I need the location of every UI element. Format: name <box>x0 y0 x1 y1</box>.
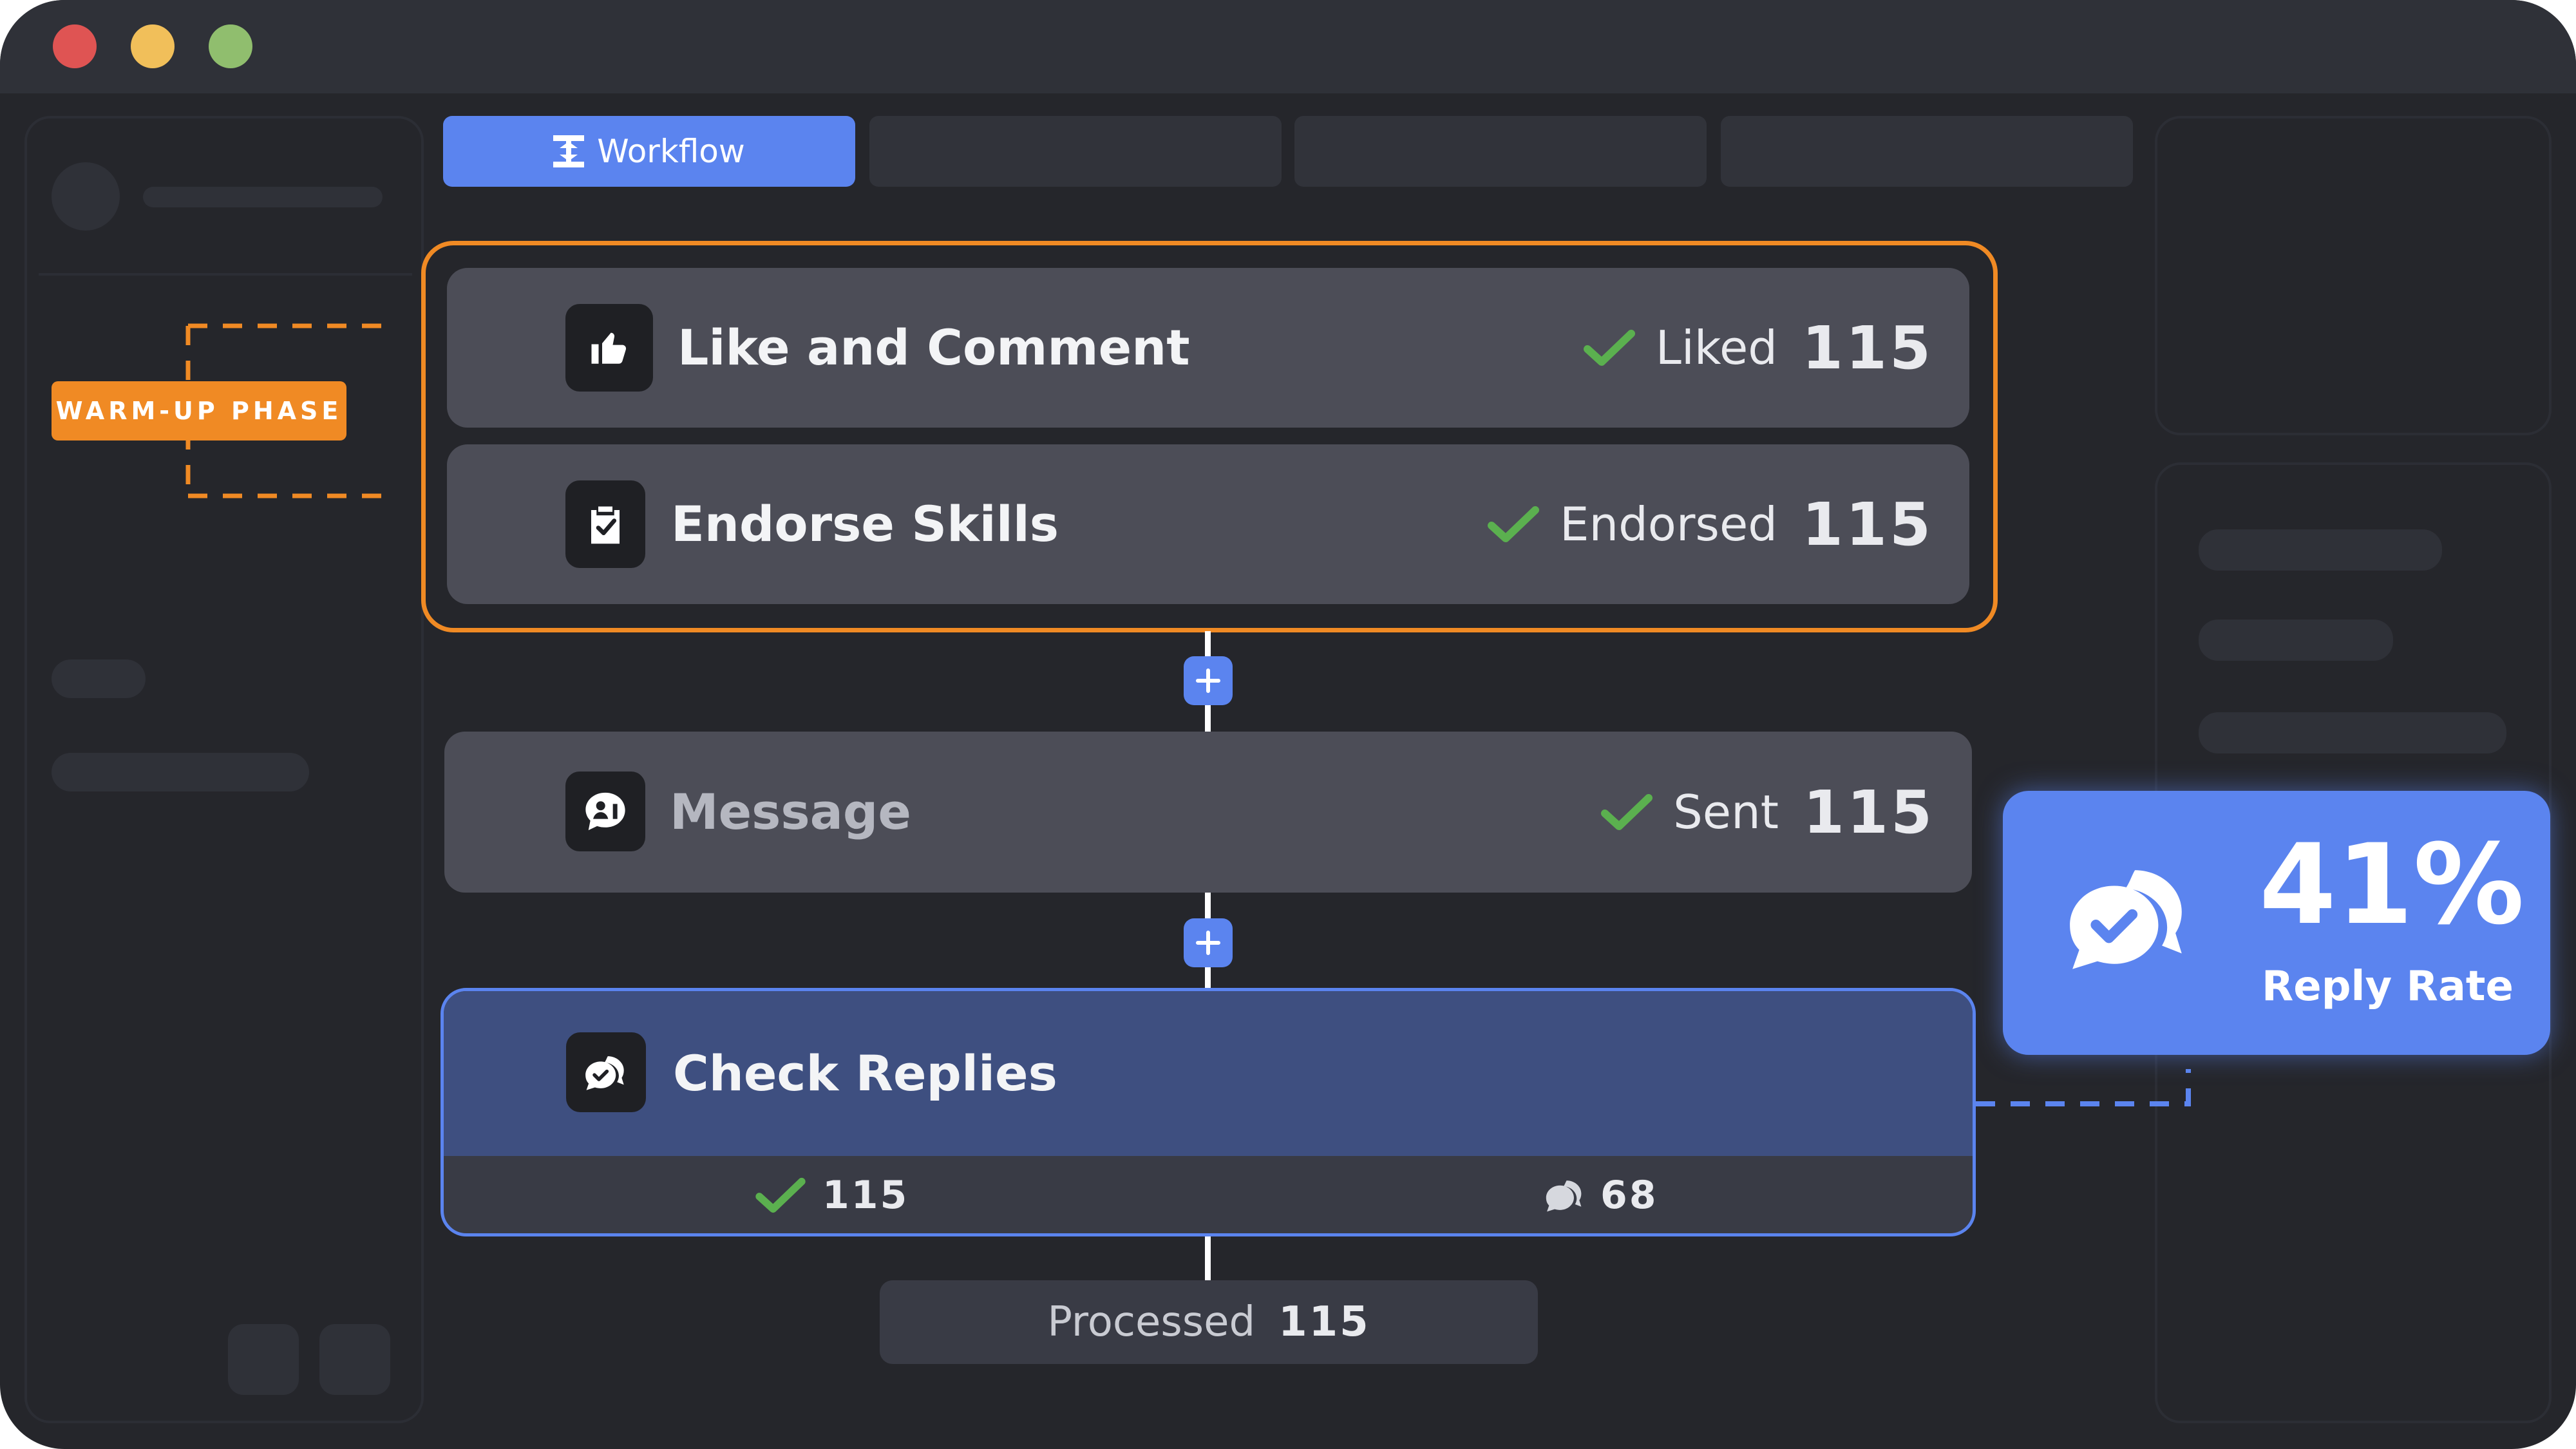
message-icon <box>585 792 625 831</box>
warmup-phase-badge: WARM-UP PHASE <box>52 381 346 440</box>
check-replies-stats: 115 68 <box>444 1156 1973 1233</box>
status-count: 115 <box>1801 313 1933 383</box>
reply-rate-card: 41% Reply Rate <box>2003 791 2550 1055</box>
sidebar-placeholder-item <box>52 659 146 698</box>
reply-rate-value: 41% <box>2259 820 2524 949</box>
check-icon <box>1583 330 1635 366</box>
step-title: Message <box>670 783 911 840</box>
step-title: Like and Comment <box>677 319 1190 376</box>
connector-line <box>1205 1235 1211 1282</box>
warmup-group <box>421 241 1998 632</box>
plus-icon <box>1196 668 1220 693</box>
step-icon-box <box>565 480 645 568</box>
right-placeholder-line <box>2199 529 2442 571</box>
replies-count: 68 <box>1600 1173 1658 1218</box>
checked-stat: 115 <box>755 1156 909 1233</box>
title-bar <box>0 0 2576 93</box>
check-icon <box>755 1177 806 1213</box>
step-stat: Liked 115 <box>1583 268 1933 428</box>
step-title: Endorse Skills <box>671 495 1059 553</box>
replies-icon <box>1546 1180 1582 1212</box>
right-top-panel <box>2155 116 2552 435</box>
name-placeholder <box>143 187 383 207</box>
status-label: Endorsed <box>1559 497 1777 551</box>
step-icon-box <box>565 304 653 392</box>
tab-workflow-label: Workflow <box>597 133 745 170</box>
sidebar-placeholder-button[interactable] <box>228 1324 299 1395</box>
sidebar-placeholder-item <box>52 753 309 791</box>
check-icon <box>1487 506 1539 542</box>
avatar-placeholder <box>52 162 120 231</box>
step-icon-box <box>566 1032 646 1112</box>
add-step-button[interactable] <box>1184 918 1233 967</box>
tab-placeholder[interactable] <box>1721 116 2133 187</box>
step-stat: Sent 115 <box>1601 732 1935 893</box>
minimize-window-button[interactable] <box>131 24 175 68</box>
tab-placeholder[interactable] <box>869 116 1282 187</box>
step-title: Check Replies <box>673 1045 1057 1102</box>
clipboard-check-icon <box>591 506 620 544</box>
status-count: 115 <box>1803 777 1935 847</box>
reply-check-icon <box>2070 870 2182 969</box>
sidebar-placeholder-button[interactable] <box>319 1324 390 1395</box>
plus-icon <box>1196 931 1220 955</box>
step-stat: Endorsed 115 <box>1487 444 1933 604</box>
left-sidebar <box>24 116 424 1423</box>
replies-stat: 68 <box>1544 1156 1658 1233</box>
tab-placeholder[interactable] <box>1294 116 1707 187</box>
thumbs-up-icon <box>591 332 627 364</box>
processed-label: Processed <box>1047 1298 1256 1346</box>
step-endorse-skills[interactable]: Endorse Skills Endorsed 115 <box>447 444 1969 604</box>
step-like-and-comment[interactable]: Like and Comment Liked 115 <box>447 268 1969 428</box>
status-label: Sent <box>1673 785 1779 839</box>
right-placeholder-line <box>2199 620 2393 661</box>
step-icon-box <box>565 772 645 851</box>
tab-workflow[interactable]: Workflow <box>443 116 855 187</box>
sidebar-divider <box>39 273 412 276</box>
close-window-button[interactable] <box>53 24 97 68</box>
processed-count: 115 <box>1278 1298 1370 1346</box>
add-step-button[interactable] <box>1184 656 1233 705</box>
status-count: 115 <box>1801 489 1933 559</box>
checked-count: 115 <box>822 1173 909 1218</box>
status-label: Liked <box>1655 321 1777 375</box>
reply-check-icon <box>585 1056 624 1090</box>
maximize-window-button[interactable] <box>209 24 252 68</box>
reply-rate-label: Reply Rate <box>2262 963 2514 1010</box>
workflow-icon <box>553 135 585 167</box>
step-check-replies[interactable]: Check Replies 115 68 <box>440 988 1976 1236</box>
reply-rate-connector <box>1976 1069 2191 1106</box>
right-placeholder-line <box>2199 712 2506 753</box>
step-message[interactable]: Message Sent 115 <box>444 732 1972 893</box>
processed-pill: Processed 115 <box>880 1280 1538 1364</box>
check-replies-header: Check Replies <box>444 991 1973 1156</box>
check-icon <box>1601 794 1653 830</box>
